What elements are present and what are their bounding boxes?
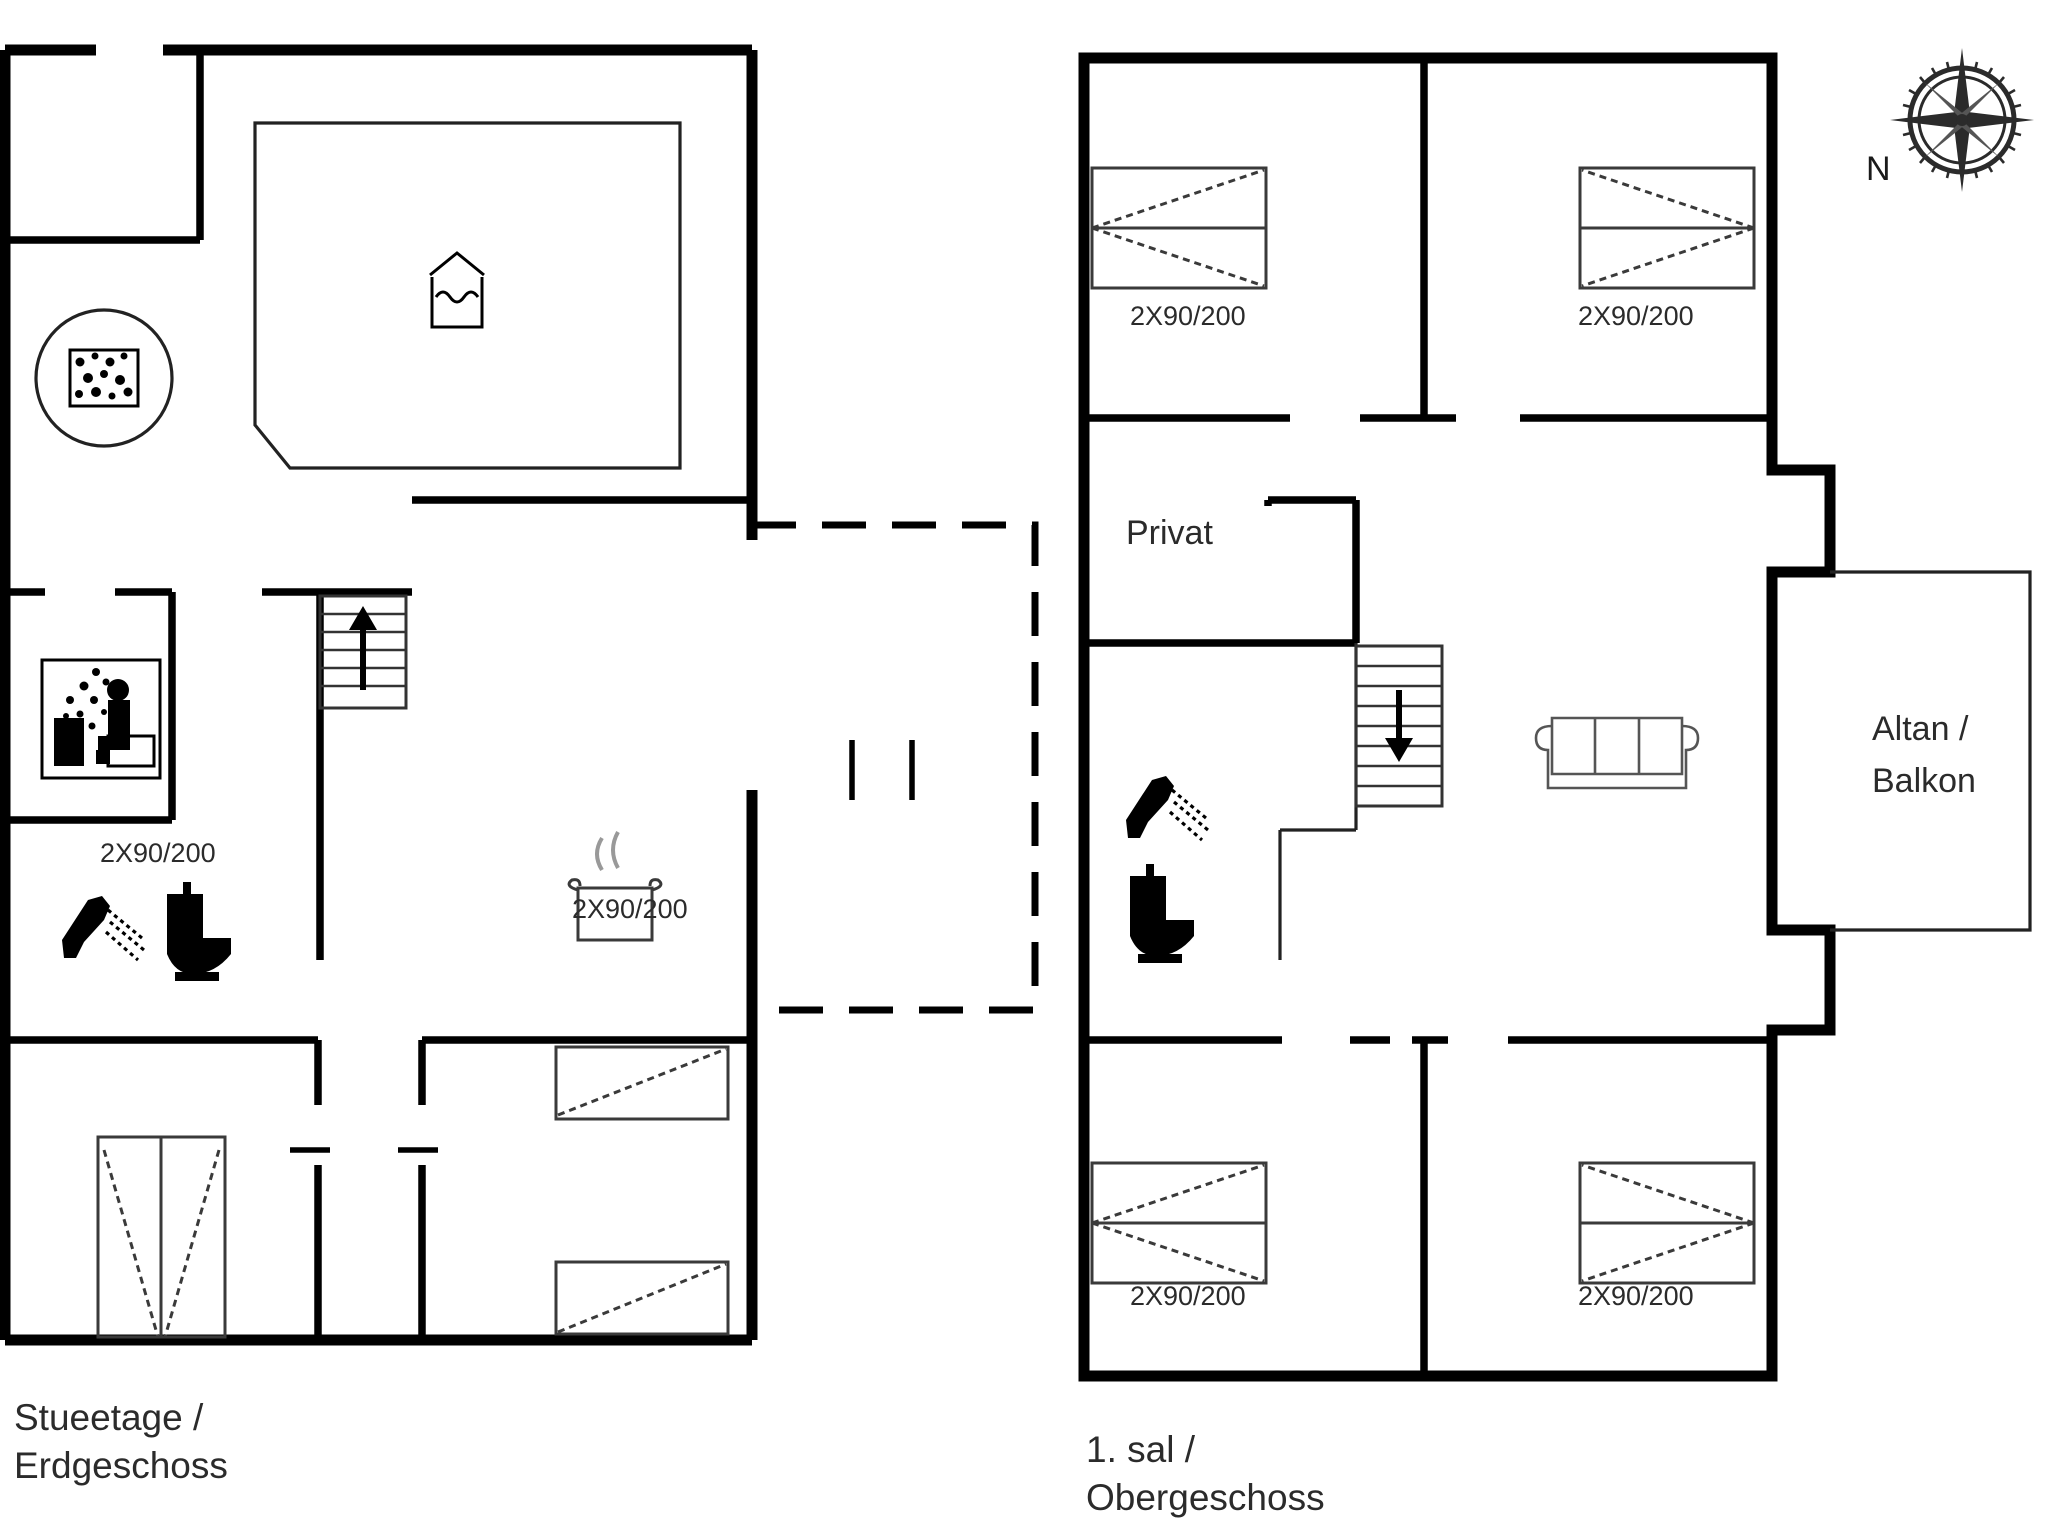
- shower-icon-arm: [62, 896, 110, 958]
- whirlpool-circle: [34, 308, 174, 448]
- stairs-down-treads: [1356, 664, 1442, 788]
- whirlpool-tub: [68, 348, 140, 408]
- upper-floor-outer-walls: [1078, 52, 1836, 1382]
- bed-icon-ground-top: [554, 1045, 730, 1121]
- upper-floor-label-line2: Obergeschoss: [1086, 1477, 1325, 1518]
- bed-label-ground-left: 2X90/200: [100, 838, 216, 868]
- private-room-label: Privat: [1126, 514, 1213, 552]
- upper-outer-outline: [1078, 52, 1836, 1382]
- bed-label-upper-top-right: 2X90/200: [1578, 301, 1694, 331]
- ground-bath-partitions: [5, 588, 176, 824]
- stairs-down-icon: [1354, 644, 1444, 808]
- bed-ubr-diag-a: [1581, 1163, 1755, 1225]
- balcony-label-line2: Balkon: [1872, 762, 1976, 800]
- bunk-bed-diag-left: [102, 1149, 160, 1338]
- toilet-icon: [167, 882, 231, 981]
- terrace-dashed-area: [752, 521, 1039, 1014]
- cooking-pot-icon-body: [576, 886, 654, 942]
- bed-ubr-diag-b: [1581, 1221, 1755, 1283]
- compass-north-label: N: [1866, 150, 1891, 188]
- compass-center-dot: [1956, 114, 1968, 126]
- sofa-icon-arms-seat: [1534, 724, 1700, 790]
- shower-icon-upper-spray: [1168, 788, 1210, 842]
- upper-top-partitions: [1084, 58, 1772, 422]
- stairs-down-arrow: [1385, 690, 1413, 762]
- pool-room-outline: [253, 121, 682, 470]
- bed-utr-diag-b: [1581, 226, 1755, 288]
- stairs-up-icon: [262, 588, 412, 960]
- bed-utl-diag-b: [1091, 226, 1265, 288]
- bed-label-upper-bottom-left: 2X90/200: [1130, 1281, 1246, 1311]
- toilet-icon-body: [167, 882, 231, 981]
- cooking-pot-icon-steam: [595, 831, 620, 872]
- pool-icon-waves: [434, 290, 480, 304]
- bed-icon-upper-top-right: [1578, 166, 1756, 290]
- cooking-pot-icon-handle-right: [648, 878, 663, 892]
- sauna-icon-bench: [106, 734, 156, 768]
- shower-icon-upper-arm: [1126, 776, 1174, 838]
- bed-label-upper-bottom-right: 2X90/200: [1578, 1281, 1694, 1311]
- ground-floor-outer-walls: [0, 44, 758, 1346]
- terrace-outline: [752, 521, 1039, 1014]
- shower-icon-upper: [1126, 776, 1210, 842]
- shower-icon-spray: [104, 908, 146, 962]
- bunk-bed-diag-right: [163, 1149, 221, 1338]
- balcony-outline: [1830, 570, 2032, 932]
- whirlpool-icon: [34, 308, 174, 448]
- sofa-icon: [1534, 716, 1700, 790]
- pool-icon: [429, 251, 485, 329]
- ground-floor-label-line2: Erdgeschoss: [14, 1445, 228, 1486]
- bed-icon-upper-bottom-right: [1578, 1161, 1756, 1285]
- sauna-icon-frame: [40, 658, 162, 780]
- bed-ground-top-frame: [554, 1045, 730, 1121]
- bed-utr-diag-a: [1581, 168, 1755, 230]
- bed-icon-upper-bottom-left: [1090, 1161, 1268, 1285]
- bed-label-upper-top-left: 2X90/200: [1130, 301, 1246, 331]
- compass-diagonal-points: [1924, 82, 2000, 158]
- upper-bottom-partitions: [1084, 1036, 1772, 1376]
- bed-icon-upper-top-left: [1090, 166, 1268, 290]
- compass-rose-icon: [1890, 48, 2034, 192]
- toilet-icon-upper: [1130, 864, 1194, 963]
- shower-icon: [62, 896, 146, 962]
- sofa-icon-back: [1550, 716, 1684, 776]
- bed-ground-top-diag: [557, 1047, 727, 1117]
- bed-ground-bottom-frame: [554, 1260, 730, 1336]
- stairs-up-arrow: [349, 606, 377, 690]
- upper-floor-plan: Altan / Balkon: [1078, 52, 2032, 1518]
- bunk-bed-icon: [96, 1135, 227, 1339]
- private-room-walls: [1084, 496, 1360, 647]
- upper-bath-walls: [1278, 643, 1358, 960]
- pool-room-shape: [253, 121, 682, 470]
- compass-points: [1890, 48, 2034, 192]
- bed-ubl-diag-b: [1091, 1221, 1265, 1283]
- ground-lower-partitions: [5, 1036, 752, 1340]
- pool-icon-basin: [430, 277, 484, 329]
- bed-utl-diag-a: [1091, 168, 1265, 230]
- balcony-label-line1: Altan /: [1872, 710, 1969, 748]
- ground-floor-label-line1: Stueetage /: [14, 1397, 204, 1438]
- whirlpool-bubbles: [75, 352, 133, 400]
- bed-ubl-diag-a: [1091, 1163, 1265, 1225]
- bed-icon-ground-bottom: [554, 1260, 730, 1336]
- ground-entrance-room: [5, 55, 204, 244]
- bed-label-ground-right: 2X90/200: [572, 894, 688, 924]
- pool-icon-roof: [429, 251, 485, 277]
- toilet-icon-upper-body: [1130, 864, 1194, 963]
- sauna-icon-figure: [54, 679, 130, 766]
- stairs-up-box: [318, 594, 408, 710]
- sauna-icon-steam: [63, 668, 110, 730]
- sauna-icon: [40, 658, 162, 780]
- balcony-area: [1830, 570, 2032, 932]
- upper-floor-label-line1: 1. sal /: [1086, 1429, 1196, 1470]
- cooking-pot-icon: [567, 831, 663, 942]
- ground-floor-plan: 2X90/200 2X90/200 Stueetage / Erdgeschos…: [0, 44, 758, 1486]
- bed-ground-bottom-diag: [557, 1262, 727, 1334]
- sofa-icon-cushion-splits: [1593, 718, 1641, 774]
- cooking-pot-icon-handle-left: [567, 878, 582, 892]
